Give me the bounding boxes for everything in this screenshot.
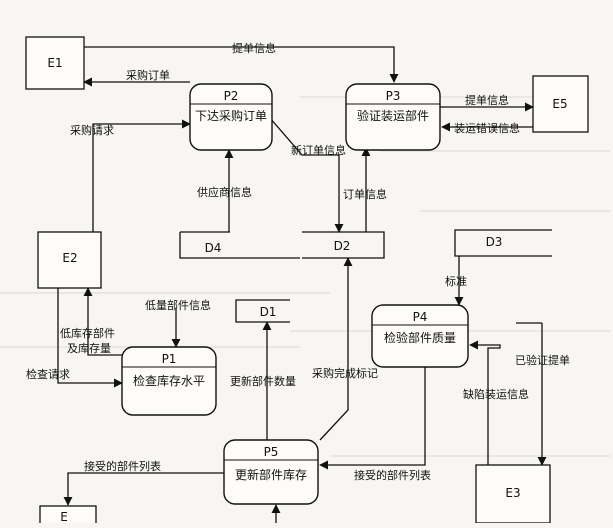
label-gengxin-shuliang: 更新部件数量: [230, 374, 296, 388]
label-dikucun-bujian: 低库存部件: [60, 326, 115, 340]
label-quexian: 缺陷装运信息: [463, 387, 529, 401]
store-d3: D3: [454, 229, 552, 257]
process-p4-id: P4: [413, 310, 428, 324]
entity-partial-bottom: E: [39, 505, 97, 528]
label-dingdan-xinxi: 订单信息: [343, 187, 387, 201]
label-zhuangyun-cuowu: 装运错误信息: [454, 121, 520, 135]
process-p3: P3 验证装运部件: [345, 83, 441, 151]
process-p4-name: 检验部件质量: [384, 330, 456, 345]
label-caigou-qingqiu: 采购请求: [70, 123, 114, 137]
label-caigou-wancheng: 采购完成标记: [312, 366, 378, 380]
store-d1: D1: [235, 299, 290, 323]
flow-jieshou-right: [319, 367, 426, 470]
process-p2-id: P2: [224, 89, 239, 103]
flow-jiancha-qingqiu: [57, 288, 123, 388]
process-p5: P5 更新部件库存: [223, 439, 319, 505]
entity-e5-label: E5: [552, 97, 567, 111]
label-jieshou-right: 接受的部件列表: [354, 468, 431, 482]
entity-e1-label: E1: [47, 56, 62, 70]
process-p4: P4 检验部件质量: [371, 304, 469, 368]
process-p2: P2 下达采购订单: [189, 83, 273, 151]
label-ji-kucunliang: 及库存量: [67, 341, 111, 355]
entity-e3: E3: [475, 464, 551, 524]
label-yiyanzheng-tidan: 已验证提单: [515, 353, 570, 367]
label-biaozhun: 标准: [445, 274, 467, 288]
label-tidan-top: 提单信息: [232, 41, 276, 55]
label-gongyingshang: 供应商信息: [197, 185, 252, 199]
flow-labels: 提单信息 采购订单 采购请求 提单信息 装运错误信息 新订单信息 供应商信息 订…: [26, 41, 570, 482]
process-p1: P1 检查库存水平: [121, 346, 217, 416]
flow-caigou-qingqiu: [92, 119, 191, 232]
process-p5-id: P5: [264, 445, 279, 459]
process-p5-name: 更新部件库存: [235, 467, 307, 482]
entity-e2: E2: [37, 231, 102, 289]
label-xin-dingdan: 新订单信息: [291, 143, 346, 157]
flow-dikucun: [83, 287, 122, 356]
process-p3-name: 验证装运部件: [357, 108, 429, 123]
flow-quexian: [469, 340, 501, 465]
label-diliang-bujian: 低量部件信息: [145, 298, 211, 312]
entity-partial-label: E: [60, 510, 68, 523]
store-d2: D2: [302, 231, 385, 259]
store-d2-label: D2: [334, 239, 351, 253]
flow-xin-dingdan: [269, 117, 344, 233]
label-jieshou-left: 接受的部件列表: [84, 459, 161, 473]
store-d4-label: D4: [205, 241, 222, 255]
process-p3-id: P3: [386, 89, 401, 103]
entity-e2-label: E2: [62, 251, 77, 265]
store-d3-label: D3: [486, 235, 503, 249]
entity-e1: E1: [25, 36, 85, 90]
flow-tidan-top: [84, 46, 399, 83]
flow-lines: [57, 46, 547, 523]
process-p2-name: 下达采购订单: [195, 108, 267, 123]
store-d4: D4: [179, 231, 300, 259]
process-p1-id: P1: [162, 352, 177, 366]
label-tidan-e5: 提单信息: [465, 93, 509, 107]
label-caigou-dingdan: 采购订单: [126, 68, 170, 82]
flow-jieshou-left: [63, 472, 224, 506]
label-jiancha-qingqiu: 检查请求: [26, 367, 70, 381]
flow-caigou-wancheng: [319, 257, 353, 441]
store-d1-label: D1: [260, 305, 277, 319]
entity-e5: E5: [532, 75, 589, 133]
entity-e3-label: E3: [505, 486, 520, 500]
process-p1-name: 检查库存水平: [133, 373, 205, 388]
